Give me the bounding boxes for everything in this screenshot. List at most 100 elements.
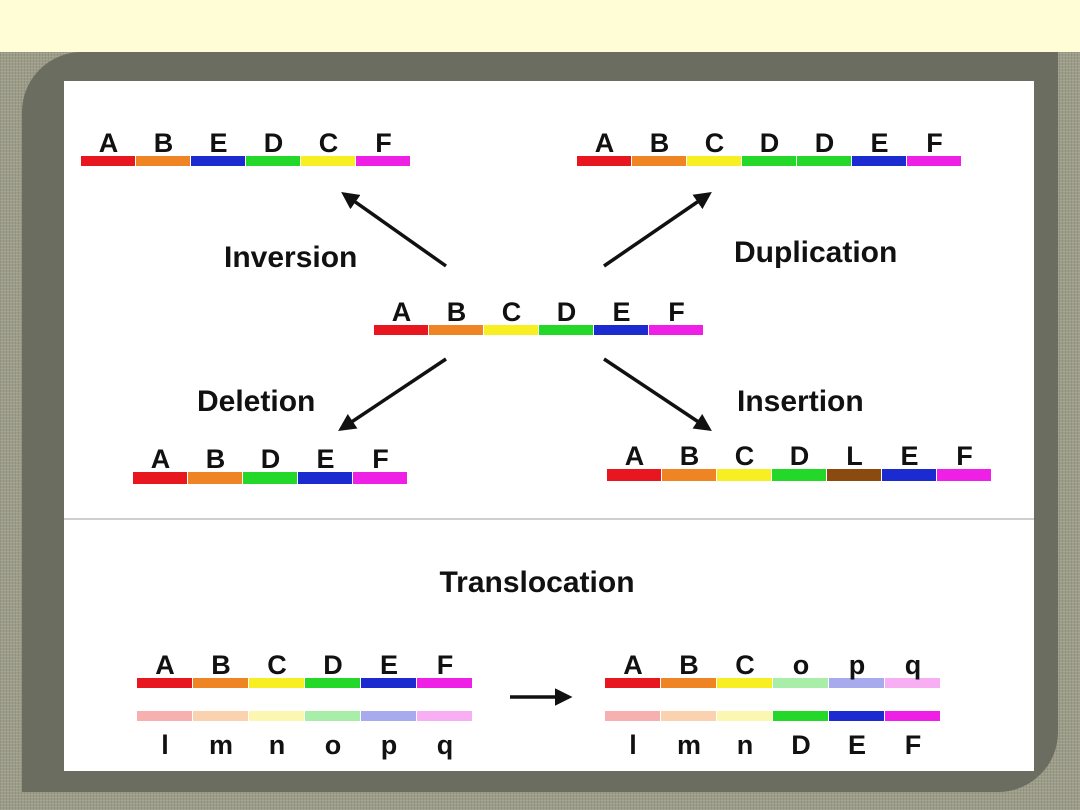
gene-label: E — [848, 730, 866, 760]
gene-segment — [829, 711, 884, 721]
gene-label: D — [323, 650, 343, 680]
gene-label: A — [155, 650, 175, 680]
gene-segment — [246, 156, 300, 166]
gene-label: A — [623, 650, 643, 680]
gene-label: A — [151, 444, 171, 474]
gene-segment — [249, 678, 304, 688]
gene-segment — [772, 469, 826, 481]
gene-segment — [577, 156, 631, 166]
arrow-to-inversion — [341, 191, 448, 268]
gene-segment — [717, 678, 772, 688]
gene-segment — [773, 678, 828, 688]
gene-label: q — [437, 730, 454, 760]
gene-segment — [249, 711, 304, 721]
gene-segment — [937, 469, 991, 481]
gene-segment — [885, 711, 940, 721]
gene-segment — [81, 156, 135, 166]
gene-segment — [687, 156, 741, 166]
gene-segment — [484, 325, 538, 335]
gene-label: D — [791, 730, 811, 760]
gene-label: o — [325, 730, 342, 760]
gene-label: D — [760, 128, 780, 158]
gene-segment — [361, 711, 416, 721]
gene-label: A — [595, 128, 615, 158]
gene-segment — [188, 472, 242, 484]
gene-label: D — [264, 128, 284, 158]
gene-segment — [429, 325, 483, 335]
gene-segment — [907, 156, 961, 166]
gene-label: B — [154, 128, 174, 158]
gene-segment — [133, 472, 187, 484]
gene-label: F — [375, 128, 392, 158]
gene-label: B — [679, 650, 699, 680]
arrow-to-insertion — [603, 357, 712, 431]
gene-label: F — [437, 650, 454, 680]
gene-segment — [137, 711, 192, 721]
gene-segment — [661, 678, 716, 688]
arrow-to-duplication — [603, 192, 712, 268]
label-insertion: Insertion — [737, 385, 864, 418]
gene-label: E — [316, 444, 334, 474]
gene-label: E — [380, 650, 398, 680]
gene-segment — [882, 469, 936, 481]
gene-segment — [193, 678, 248, 688]
gene-label: D — [261, 444, 281, 474]
gene-label: n — [737, 730, 754, 760]
gene-label: D — [557, 297, 577, 327]
gene-label: C — [705, 128, 725, 158]
gene-label: q — [905, 650, 922, 680]
gene-label: E — [870, 128, 888, 158]
gene-segment — [539, 325, 593, 335]
gene-segment — [607, 469, 661, 481]
gene-label: m — [677, 730, 701, 760]
gene-label: B — [680, 441, 700, 471]
gene-segment — [852, 156, 906, 166]
gene-segment — [361, 678, 416, 688]
gene-segment — [717, 469, 771, 481]
label-duplication: Duplication — [734, 236, 897, 269]
gene-label: p — [381, 730, 398, 760]
gene-label: C — [267, 650, 287, 680]
arrow-to-deletion — [338, 357, 447, 431]
label-deletion: Deletion — [197, 385, 315, 418]
gene-label: D — [790, 441, 810, 471]
gene-segment — [797, 156, 851, 166]
gene-label: p — [849, 650, 866, 680]
gene-segment — [356, 156, 410, 166]
gene-segment — [885, 678, 940, 688]
gene-segment — [661, 711, 716, 721]
gene-label: F — [668, 297, 685, 327]
gene-label: F — [372, 444, 389, 474]
gene-segment — [649, 325, 703, 335]
gene-segment — [605, 678, 660, 688]
gene-label: n — [269, 730, 286, 760]
gene-segment — [243, 472, 297, 484]
gene-segment — [417, 678, 472, 688]
gene-segment — [829, 678, 884, 688]
gene-label: F — [905, 730, 922, 760]
gene-segment — [632, 156, 686, 166]
gene-segment — [305, 678, 360, 688]
gene-label: C — [502, 297, 522, 327]
title-banner — [0, 0, 1080, 52]
label-inversion: Inversion — [224, 241, 357, 274]
gene-label: C — [319, 128, 339, 158]
gene-segment — [827, 469, 881, 481]
gene-segment — [353, 472, 407, 484]
gene-label: D — [815, 128, 835, 158]
gene-segment — [374, 325, 428, 335]
gene-label: L — [846, 441, 863, 471]
gene-label: E — [900, 441, 918, 471]
gene-label: F — [956, 441, 973, 471]
gene-label: C — [735, 650, 755, 680]
gene-segment — [773, 711, 828, 721]
chromosome-mutation-diagram: Inversion Duplication Deletion Insertion… — [64, 128, 1034, 760]
